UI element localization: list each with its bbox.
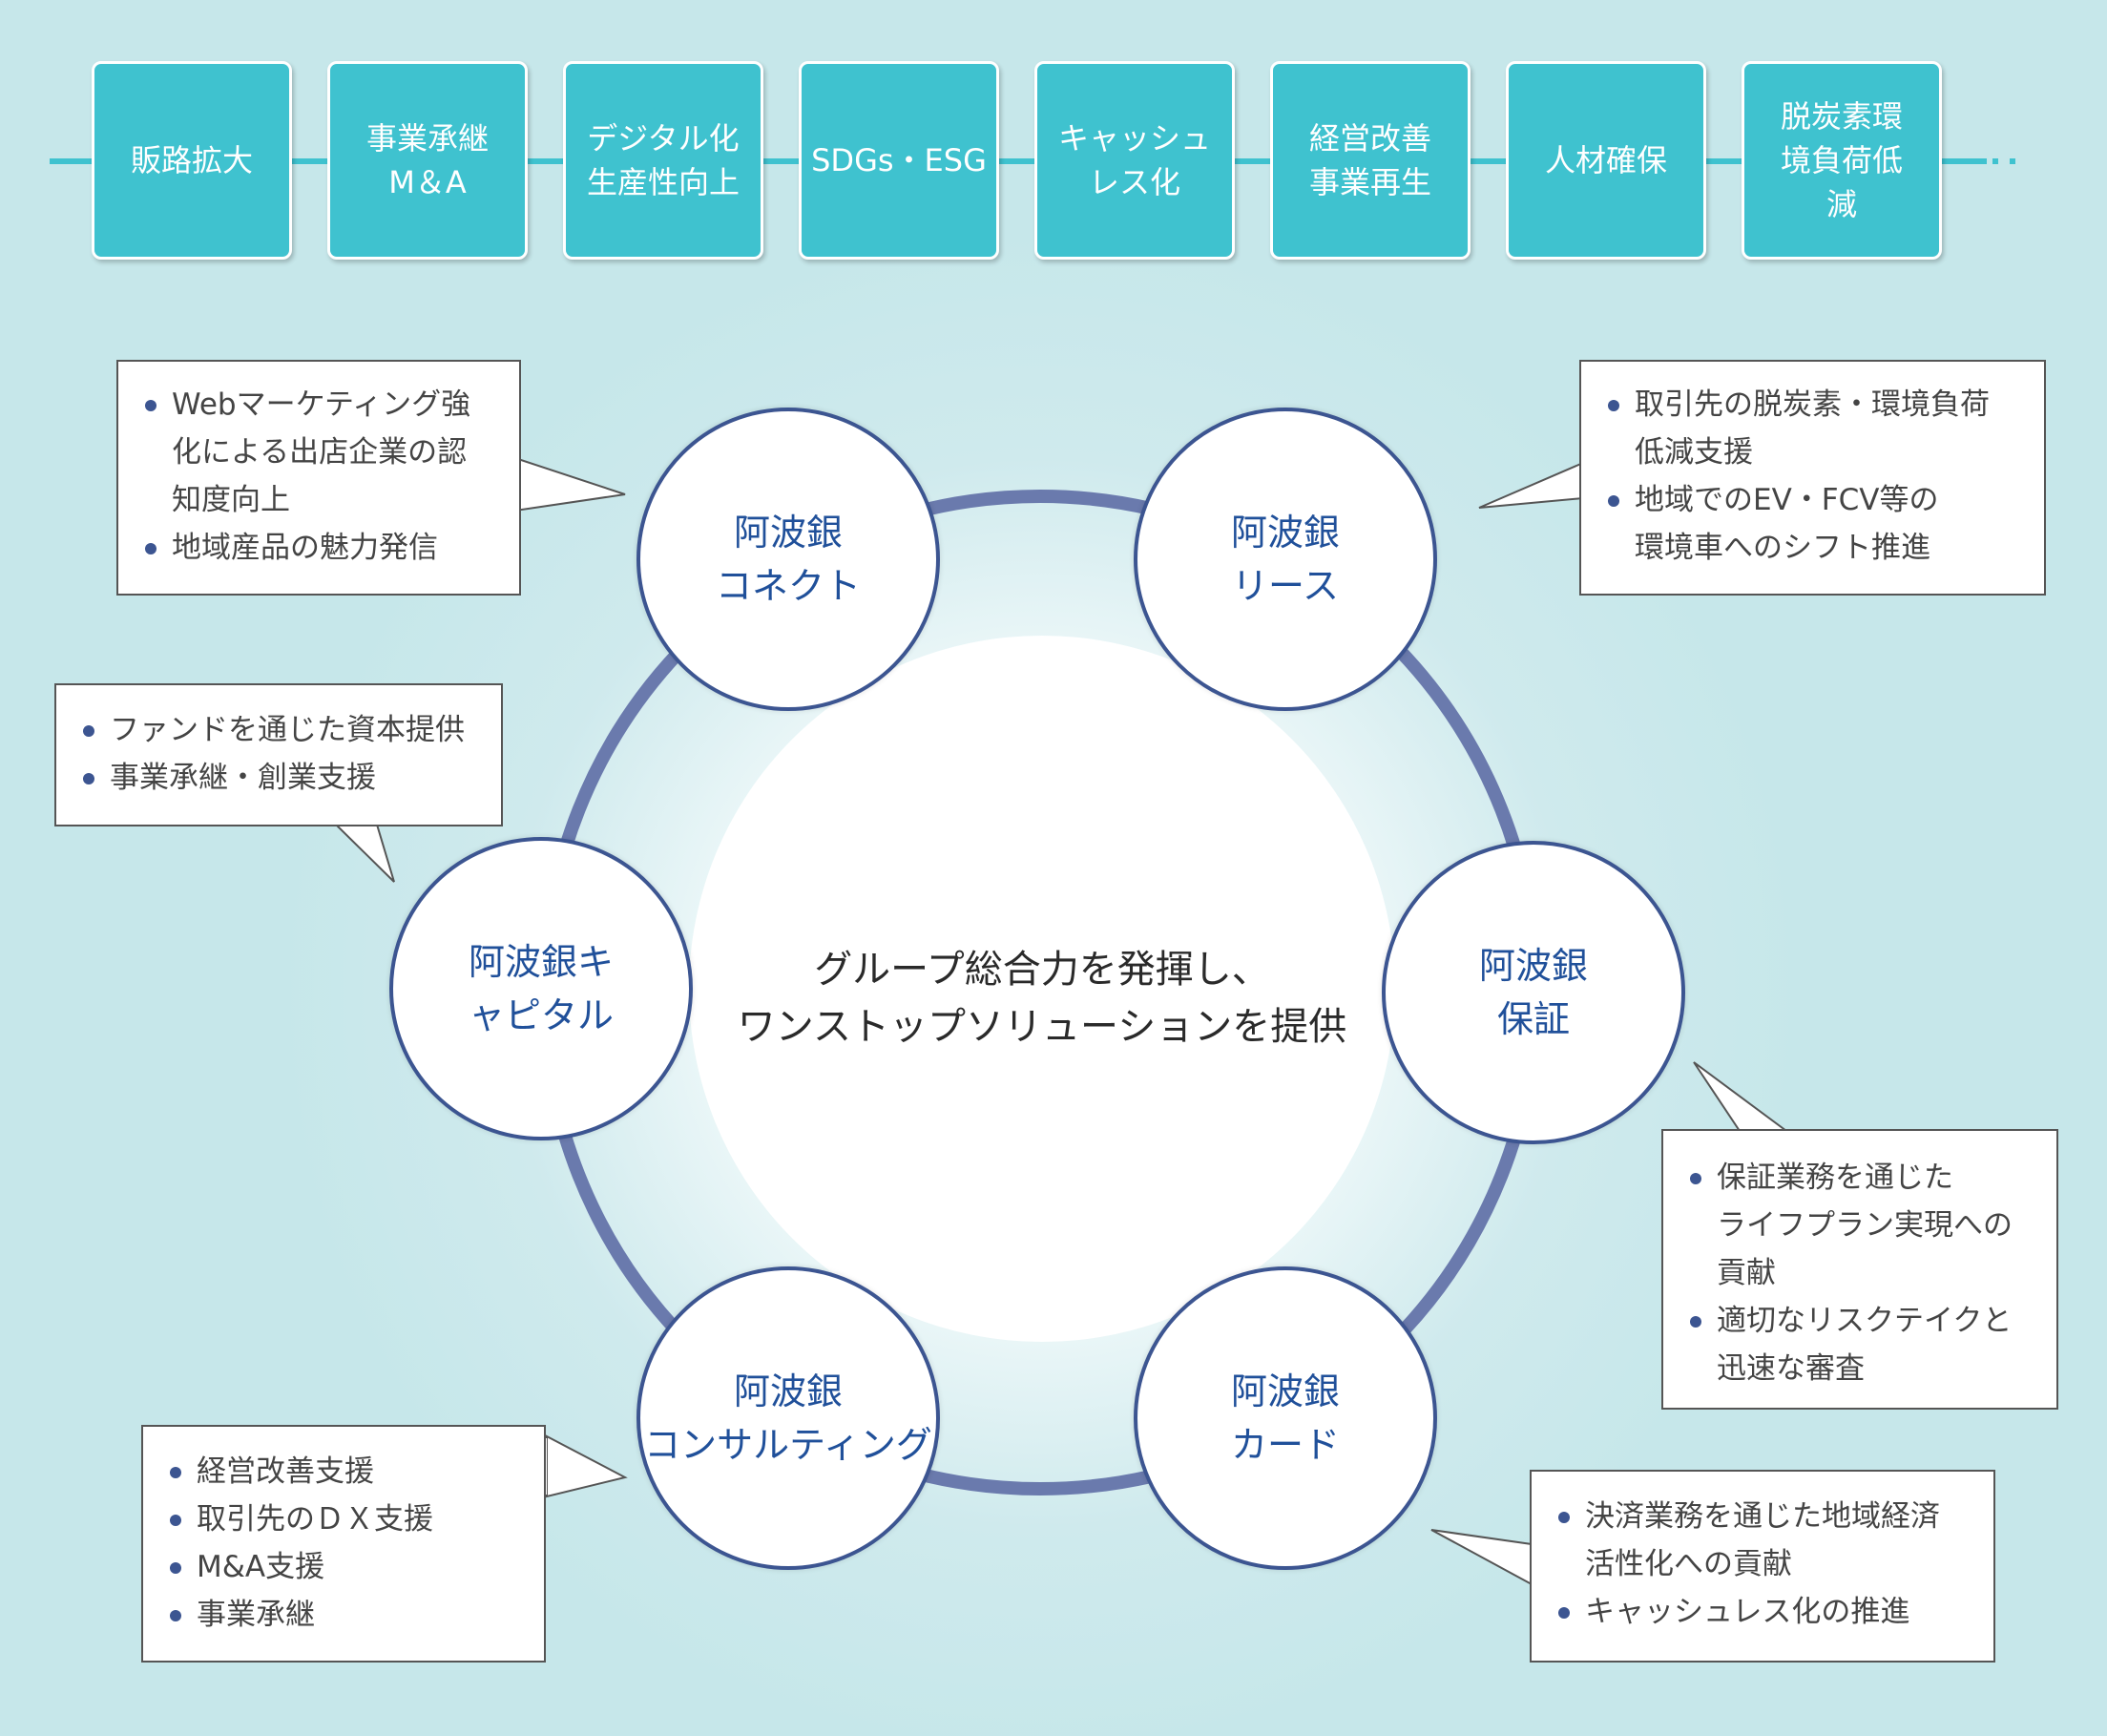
callout-consulting-item: 取引先のＤＸ支援	[166, 1495, 534, 1543]
company-circle-guarantee: 阿波銀 保証	[1382, 841, 1685, 1144]
company-circle-consulting: 阿波銀 コンサルティング	[636, 1266, 940, 1570]
callout-lease-item: 地域でのEV・FCV等の 環境車へのシフト推進	[1604, 476, 2034, 572]
issue-chip-digitalization: デジタル化 生産性向上	[563, 61, 763, 260]
callout-connect-item: 地域産品の魅力発信	[141, 524, 508, 572]
company-circle-capital: 阿波銀キ ャピタル	[389, 837, 693, 1140]
company-circle-connect: 阿波銀 コネクト	[636, 408, 940, 711]
hub-message: グループ総合力を発揮し、 ワンストップソリューションを提供	[737, 948, 1347, 1049]
callout-card-item: キャッシュレス化の推進	[1554, 1588, 1984, 1636]
company-circle-card: 阿波銀 カード	[1134, 1266, 1437, 1570]
issue-chip-business-succession: 事業承継 M＆A	[327, 61, 528, 260]
callout-consulting-item: 経営改善支援	[166, 1448, 534, 1495]
callout-guarantee: 保証業務を通じた ライフプラン実現への 貢献 適切なリスクテイクと 迅速な審査	[1661, 1129, 2058, 1410]
issue-timeline: 販路拡大 事業承継 M＆A デジタル化 生産性向上 SDGs・ESG キャッシュ…	[0, 0, 2107, 286]
issue-chip-sdgs-esg: SDGs・ESG	[799, 61, 999, 260]
callout-consulting: 経営改善支援 取引先のＤＸ支援 M&A支援 事業承継	[141, 1425, 546, 1663]
callout-capital-item: ファンドを通じた資本提供	[79, 706, 491, 754]
callout-capital: ファンドを通じた資本提供 事業承継・創業支援	[54, 683, 503, 826]
company-label-connect: 阿波銀 コネクト	[715, 512, 861, 607]
callout-guarantee-item: 適切なリスクテイクと 迅速な審査	[1686, 1297, 2047, 1392]
callout-card-item: 決済業務を通じた地域経済 活性化への貢献	[1554, 1493, 1984, 1588]
timeline-line	[50, 158, 1987, 164]
issue-chip-sales-expansion: 販路拡大	[92, 61, 292, 260]
central-hub: グループ総合力を発揮し、 ワンストップソリューションを提供	[689, 636, 1395, 1342]
callout-capital-item: 事業承継・創業支援	[79, 754, 491, 802]
issue-chip-management-improvement: 経営改善 事業再生	[1270, 61, 1471, 260]
issue-chip-decarbonization: 脱炭素環 境負荷低 減	[1742, 61, 1942, 260]
callout-card: 決済業務を通じた地域経済 活性化への貢献 キャッシュレス化の推進	[1530, 1470, 1995, 1663]
callout-consulting-item: M&A支援	[166, 1543, 534, 1591]
callout-lease: 取引先の脱炭素・環境負荷 低減支援 地域でのEV・FCV等の 環境車へのシフト推…	[1579, 360, 2046, 596]
company-label-lease: 阿波銀 リース	[1230, 512, 1340, 607]
company-label-guarantee: 阿波銀 保証	[1478, 945, 1588, 1040]
company-label-card: 阿波銀 カード	[1230, 1370, 1340, 1466]
callout-guarantee-item: 保証業務を通じた ライフプラン実現への 貢献	[1686, 1154, 2047, 1297]
callout-lease-item: 取引先の脱炭素・環境負荷 低減支援	[1604, 381, 2034, 476]
callout-consulting-item: 事業承継	[166, 1591, 534, 1639]
timeline-continuation-dots	[1975, 153, 2052, 170]
company-label-capital: 阿波銀キ ャピタル	[468, 941, 614, 1036]
issue-chip-cashless: キャッシュ レス化	[1034, 61, 1235, 260]
company-circle-lease: 阿波銀 リース	[1134, 408, 1437, 711]
issue-chip-human-resources: 人材確保	[1506, 61, 1706, 260]
callout-connect-item: Webマーケティング強 化による出店企業の認 知度向上	[141, 381, 508, 524]
company-label-consulting: 阿波銀 コンサルティング	[644, 1370, 932, 1466]
callout-connect: Webマーケティング強 化による出店企業の認 知度向上 地域産品の魅力発信	[116, 360, 521, 596]
